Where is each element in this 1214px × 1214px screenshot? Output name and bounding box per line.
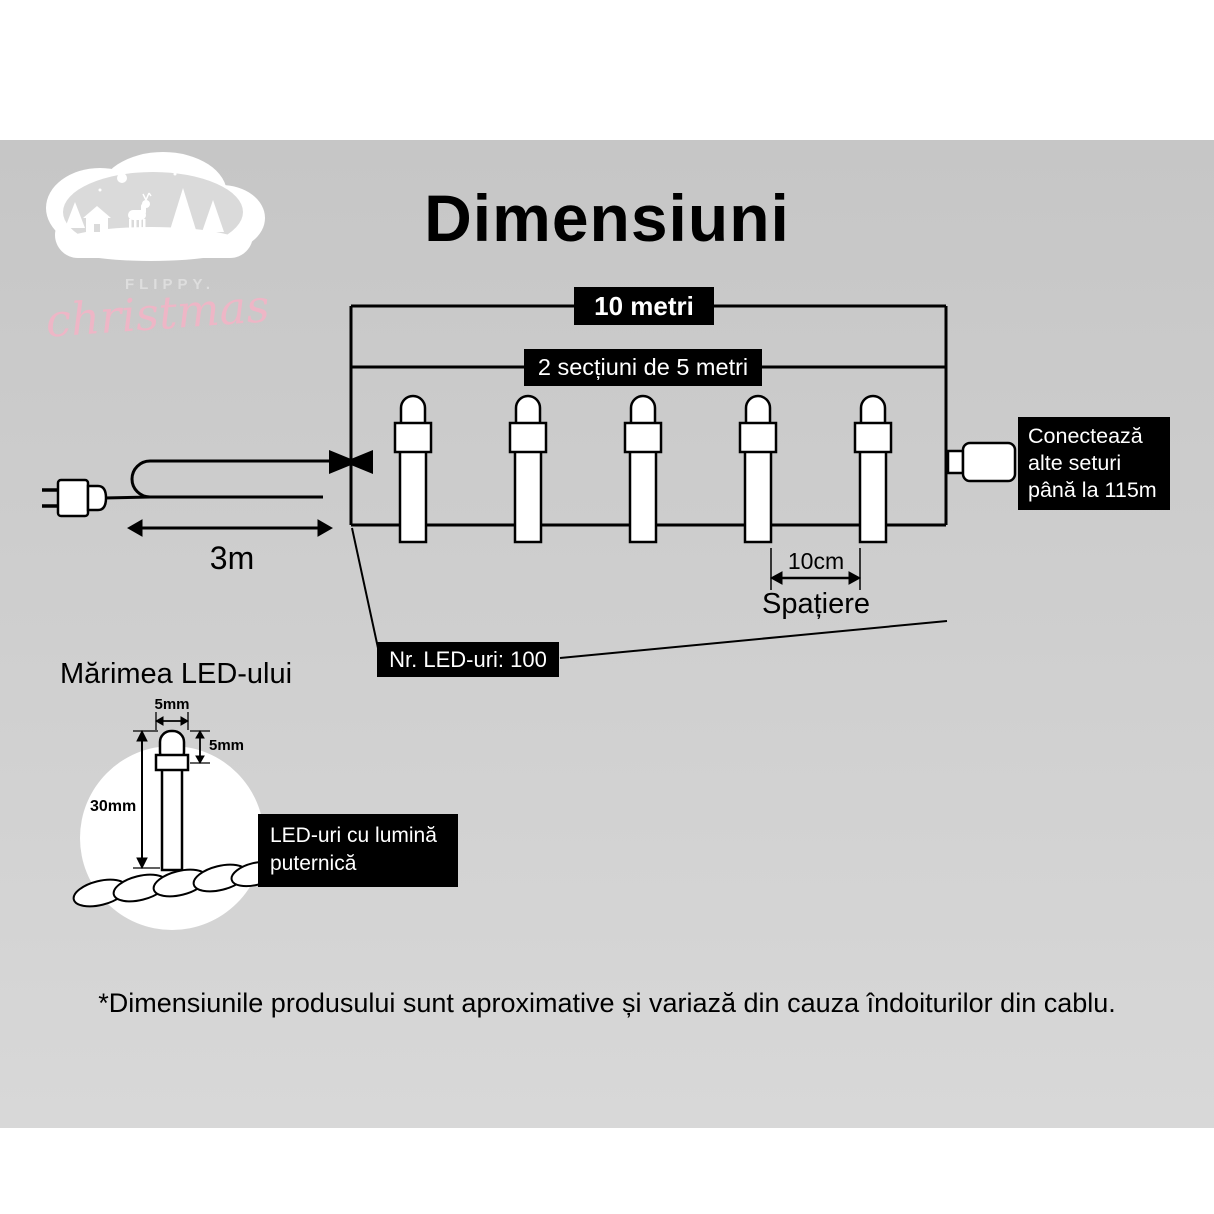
footnote-text: *Dimensiunile produsului sunt aproximati… xyxy=(98,988,1116,1018)
extension-note-box: Conectează alte seturi până la 115m xyxy=(1018,417,1170,510)
led-count-box: Nr. LED-uri: 100 xyxy=(377,642,559,677)
lead-wire xyxy=(103,459,345,500)
deer-icon xyxy=(128,192,152,229)
lead-length-label: 3m xyxy=(209,540,255,576)
lead-length-arrow xyxy=(126,519,334,537)
led-bulb-icon xyxy=(738,394,778,544)
extension-plug-icon xyxy=(946,441,1017,483)
width-measure-arrow xyxy=(154,712,190,730)
height-measure-arrow xyxy=(190,729,210,765)
bulb-height-label: 5mm xyxy=(209,737,245,754)
wire-connector-icon xyxy=(329,450,373,474)
spacing-arrow xyxy=(769,548,862,590)
led-count-leader-lines xyxy=(351,527,948,659)
winter-scene-icon xyxy=(46,152,265,261)
winter-landscape xyxy=(59,166,243,261)
brand-logo: FLIPPY. christmas xyxy=(25,148,275,363)
spacing-value-label: 10cm xyxy=(787,548,845,574)
spacing-caption-label: Spațiere xyxy=(761,588,870,620)
led-bulb-icon xyxy=(623,394,663,544)
led-bulb-icon xyxy=(508,394,548,544)
led-bulb-icon xyxy=(393,394,433,544)
led-callout-box: LED-uri cu lumină puternică xyxy=(258,814,458,887)
bulb-width-label: 5mm xyxy=(154,696,190,713)
brand-name: FLIPPY. xyxy=(124,276,215,293)
bulb-length-label: 30mm xyxy=(90,798,137,815)
led-bulb-icon xyxy=(853,394,893,544)
length-measure-arrow xyxy=(133,729,160,870)
power-plug-icon xyxy=(42,478,108,518)
sections-box: 2 secțiuni de 5 metri xyxy=(524,349,762,386)
page-title: Dimensiuni xyxy=(424,181,790,255)
total-length-box: 10 metri xyxy=(574,287,714,325)
led-size-section-title: Mărimea LED-ului xyxy=(60,658,293,690)
led-detail-bulb-icon xyxy=(154,729,190,872)
